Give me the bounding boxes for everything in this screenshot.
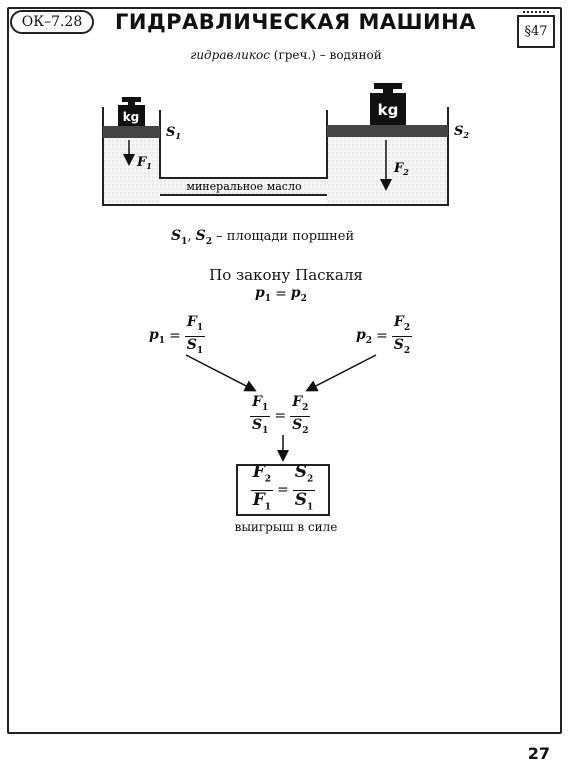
greek-term: гидравликос <box>190 48 270 62</box>
force-area-equality: F1 S1 = F2 S2 <box>250 394 311 436</box>
pressure-p1-formula: p1 = F1 S1 <box>149 314 206 356</box>
page-frame <box>7 7 562 734</box>
pressure-equality: p1 = p2 <box>255 285 307 304</box>
large-weight-label: kg <box>378 101 399 119</box>
vessel-outline <box>102 107 449 206</box>
page-title: ГИДРАВЛИЧЕСКАЯ МАШИНА <box>115 10 476 34</box>
paragraph-reference: §47 <box>517 11 555 48</box>
lesson-code-badge: ОК–7.28 <box>10 10 94 34</box>
liquid-label: минеральное масло <box>186 180 302 193</box>
small-piston <box>103 126 160 138</box>
page-number: 27 <box>527 744 550 763</box>
oil-fill <box>103 137 448 205</box>
left-derivation-arrow <box>185 354 257 392</box>
area-s1-label: S1 <box>166 125 181 141</box>
force-f1-label: F1 <box>136 155 152 171</box>
right-derivation-arrow <box>305 354 377 392</box>
force-f2-label: F2 <box>393 161 409 177</box>
conclusion-caption: выигрыш в силе <box>234 520 338 534</box>
pascal-law-heading: По закону Паскаля <box>209 266 363 284</box>
pressure-p2-formula: p2 = F2 S2 <box>356 314 413 356</box>
large-piston <box>327 125 448 137</box>
small-weight-label: kg <box>123 110 140 124</box>
etymology-translation: (греч.) – водяной <box>269 48 382 62</box>
large-weight <box>370 83 406 125</box>
force-gain-formula: F2 F1 = S2 S1 <box>236 463 330 516</box>
etymology-note: гидравликос (греч.) – водяной <box>0 48 572 62</box>
small-weight <box>118 97 145 126</box>
area-s2-label: S2 <box>454 124 469 140</box>
areas-note: S1, S2 – площади поршней <box>171 228 355 247</box>
